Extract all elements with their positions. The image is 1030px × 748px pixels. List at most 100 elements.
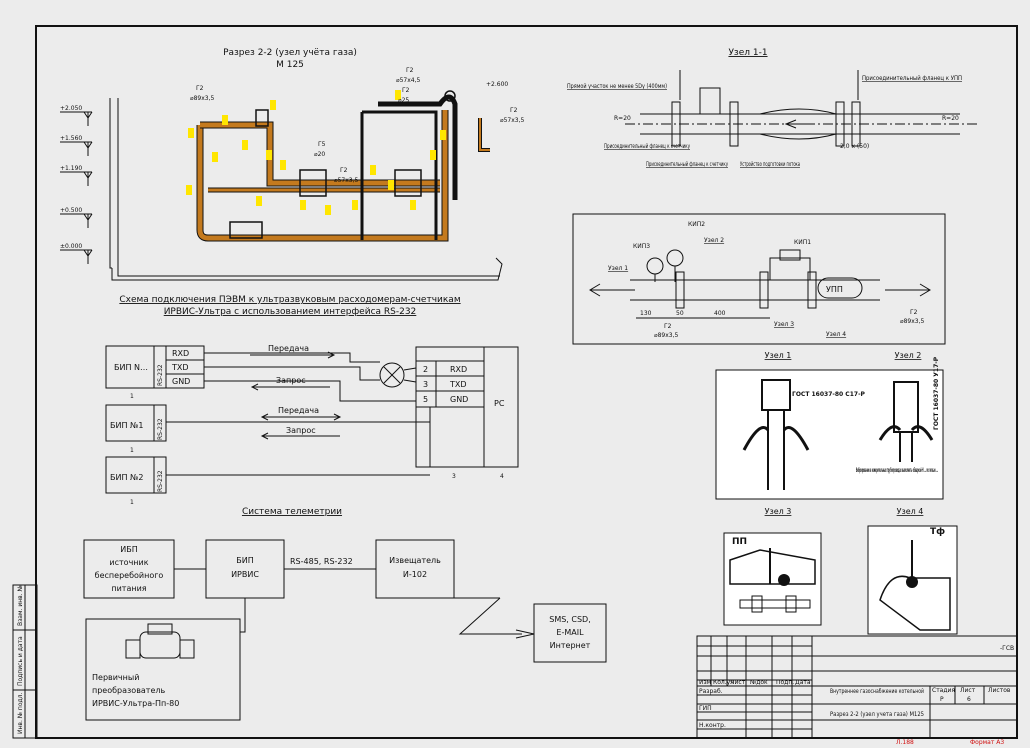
section-2-2: Разрез 2-2 (узел учёта газа) М 125 +2.05… [60, 48, 525, 281]
node11-flange-2: Присоединительный фланец к счетчику [646, 161, 728, 168]
meter-g2-right-size: ⌀89х3,5 [900, 318, 925, 325]
node-1-1: Узел 1-1 R=20 R=20 Прямой участок не мен… [567, 48, 980, 168]
pc-signal: RXD [450, 365, 467, 374]
pipe-label: ⌀57х4,5 [396, 77, 421, 84]
node11-title: Узел 1-1 [728, 48, 767, 58]
pc-signal: TXD [449, 380, 467, 389]
tb-red-mark: Л.188 [896, 739, 914, 746]
pipe-label: ⌀89х3,5 [190, 95, 215, 102]
tb-header: Лист [730, 679, 746, 686]
level-marks: +2.050 +1.560 +1.190 +0.500 ±0.000 [60, 105, 93, 264]
pc-num: 3 [452, 473, 456, 480]
detail-uzel1-label: Узел 1 [765, 351, 792, 360]
detail-pp: ПП [732, 537, 747, 547]
node11-flow-device: Устройство подготовки потока [740, 161, 800, 168]
level-mark: ±0.000 [60, 243, 82, 250]
tb-role: Н.контр. [699, 722, 726, 729]
bip-n-label: БИП N… [114, 363, 148, 372]
gas-pipework [196, 90, 490, 242]
bip-signal: GND [172, 377, 190, 386]
detail-nodes: Узел 1 Узел 2 ГОСТ 16037-80 С17-Р ГОСТ 1… [715, 351, 958, 635]
pipe-label: ⌀57х3,5 [334, 177, 359, 184]
level-mark: +1.190 [60, 165, 82, 172]
rs232-title-1: Схема подключения ПЭВМ к ультразвуковым … [119, 295, 460, 305]
title-block-text: -ГСВ Изм Кол.уч Лист №док Подп. Дата Раз… [699, 645, 1014, 746]
doc-code: -ГСВ [1000, 645, 1014, 652]
tb-header: Кол.уч [713, 679, 734, 686]
detail-gost1: ГОСТ 16037-80 С17-Р [792, 391, 866, 398]
pipe-label: Г2 [406, 67, 414, 74]
sms-line: Интернет [550, 641, 591, 650]
pipe-label: Г2 [196, 85, 204, 92]
side-stamp: Взам. инв. № Подпись и дата Инв. № подл. [12, 584, 38, 739]
bip-n-rs232: RS-232 [157, 364, 164, 386]
pipe-label: ⌀25 [398, 97, 409, 104]
level-mark: +1.560 [60, 135, 82, 142]
tb-header: Изм [699, 679, 711, 686]
detail-note: Вибрирование в измерительных трубопровод… [856, 467, 938, 474]
title-block [696, 635, 1018, 739]
position-markers [186, 90, 446, 215]
tb-sheet-label: Лист [960, 687, 976, 694]
node11-flange-1: Присоединительный фланец к счетчику [604, 143, 690, 150]
level-mark: +2.050 [60, 105, 82, 112]
pipe-label: ⌀57х3,5 [500, 117, 525, 124]
tb-role: Разраб. [699, 688, 723, 695]
pipe-label: Г2 [510, 107, 518, 114]
bip-2-num: 1 [130, 499, 134, 506]
bip-box-line: ИРВИС [231, 570, 259, 579]
meter-kip1: КИП1 [794, 239, 811, 246]
tb-header: Подп. [776, 679, 794, 686]
level-mark: +0.500 [60, 207, 82, 214]
tb-project: Внутреннее газоснабжение котельной [830, 688, 924, 695]
annunciator-line: И-102 [403, 570, 427, 579]
ibp-line: источник [109, 558, 148, 567]
bip-n-num: 1 [130, 393, 134, 400]
meter-upp: УПП [826, 285, 843, 294]
pc-signal: GND [450, 395, 468, 404]
meter-g2-left: Г2 [664, 323, 672, 330]
bip-2-rs232: RS-232 [157, 470, 164, 492]
detail-uzel3-label: Узел 3 [765, 507, 792, 516]
meter-node4: Узел 4 [826, 331, 846, 338]
detail-uzel4-label: Узел 4 [897, 507, 924, 516]
tb-sheets-label: Листов [988, 687, 1011, 694]
sms-line: E-MAIL [556, 628, 584, 637]
bip-2-label: БИП №2 [110, 473, 143, 482]
annunciator-line: Извещатель [389, 556, 441, 565]
pipe-labels: Г2 ⌀89х3,5 Г2 ⌀57х4,5 Г2 ⌀25 Г5 ⌀20 Г2 ⌀… [190, 67, 525, 184]
section-title: Разрез 2-2 (узел учёта газа) [223, 48, 357, 58]
pc-num: 4 [500, 473, 504, 480]
detail-gost2: ГОСТ 16037-80 У17-Р [933, 356, 940, 430]
tb-role: ГИП [699, 705, 712, 712]
primary-line: преобразователь [92, 686, 166, 695]
stamp-field: Подпись и дата [17, 636, 24, 686]
tb-sheet-no: 6 [967, 696, 971, 703]
tb-stage-label: Стадия [932, 687, 955, 694]
tb-stage: Р [940, 696, 944, 703]
pc-pin: 3 [423, 380, 428, 389]
meter-kip2: КИП2 [688, 221, 705, 228]
node11-flange-upp: Присоединительный фланец к УПП [862, 75, 962, 82]
tb-sheet-title: Разрез 2-2 (узел учета газа) М125 [830, 711, 924, 718]
pipe-label: +2.600 [486, 81, 508, 88]
meter-node1: Узел 1 [608, 265, 628, 272]
section-scale: М 125 [276, 60, 304, 70]
rs232-scheme: Схема подключения ПЭВМ к ультразвуковым … [105, 295, 519, 506]
bip-signal: TXD [171, 363, 189, 372]
transmit-label: Передача [268, 344, 309, 353]
pc-pin: 2 [423, 365, 428, 374]
sms-line: SMS, CSD, [549, 615, 591, 624]
meter-dim: 50 [676, 310, 684, 317]
meter-g2-right: Г2 [910, 309, 918, 316]
tb-header: №док [750, 679, 768, 686]
pc-label: PC [494, 399, 505, 408]
transmit-label: Передача [278, 406, 319, 415]
meter-g2-left-size: ⌀89х3,5 [654, 332, 679, 339]
stamp-field: Инв. № подл. [17, 693, 24, 734]
node11-r-left: R=20 [614, 115, 631, 122]
pipe-label: ⌀20 [314, 151, 325, 158]
rs232-title-2: ИРВИС-Ультра с использованием интерфейса… [164, 307, 417, 317]
stamp-field: Взам. инв. № [17, 585, 24, 626]
